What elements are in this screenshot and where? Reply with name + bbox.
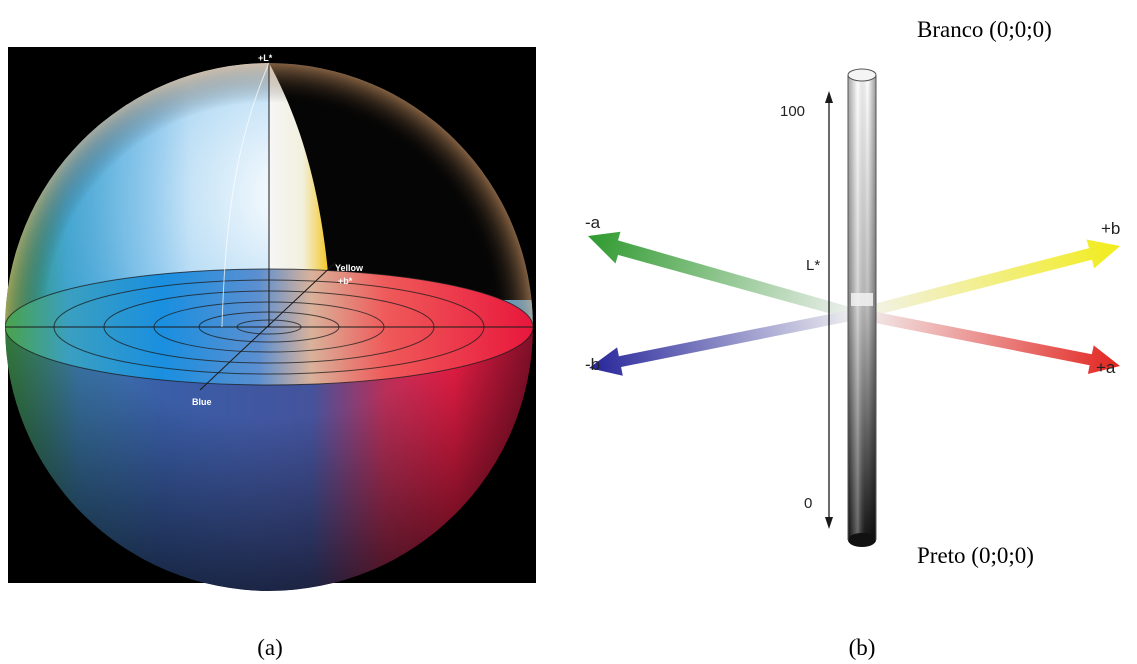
meridian-line [221,62,270,328]
blue-label: Blue [192,397,212,407]
lightness-cylinder [847,68,877,547]
panel-b-axes: 100 0 L* -a +a -b +b [585,68,1120,547]
tick-0-label: 0 [804,495,812,512]
caption-a: (a) [257,635,283,660]
arrowhead-up-icon [825,91,833,103]
minus-a-green-arrow [588,231,859,321]
arrowhead-down-icon [825,517,833,529]
minus-a-label: -a [585,213,601,232]
plus-b-star-label: +b* [338,276,353,286]
plus-b-yellow-arrow [856,239,1120,320]
caption-b: (b) [849,635,876,660]
plus-a-label: +a [1096,358,1116,377]
minus-b-blue-arrow [589,308,859,376]
preto-label: Preto (0;0;0) [917,543,1034,568]
plus-b-label: +b [1101,219,1120,238]
branco-label: Branco (0;0;0) [917,17,1052,42]
plus-l-star-label: +L* [258,53,273,63]
lightness-double-arrow [825,91,833,529]
l-star-label: L* [806,257,820,274]
lower-hemisphere [5,327,533,591]
sphere-axes [5,62,533,391]
plus-a-red-arrow [856,308,1120,374]
tick-100-label: 100 [780,103,805,120]
yellow-label: Yellow [335,263,364,273]
minus-b-label: -b [585,355,600,374]
panel-a-sphere: +L* Yellow +b* Blue [5,47,536,591]
